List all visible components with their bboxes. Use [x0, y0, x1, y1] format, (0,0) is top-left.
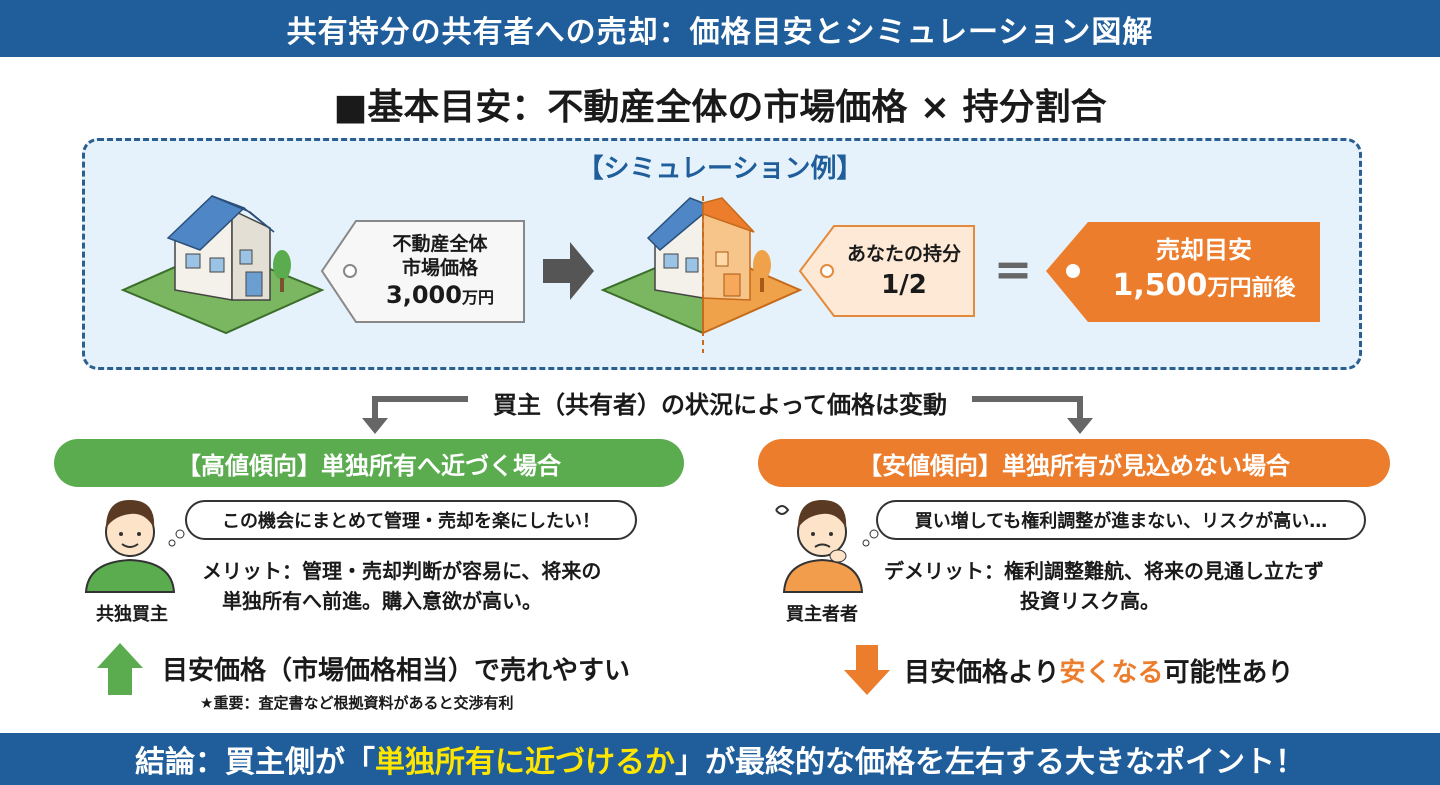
page-title: 共有持分の共有者への売却：価格目安とシミュレーション図解 — [286, 14, 1154, 50]
arrow-right-icon — [543, 242, 594, 300]
right-result-highlight: 安くなる — [1059, 658, 1164, 688]
demerit-line2: 投資リスク高。 — [1020, 589, 1160, 613]
tag1-amount: 3,000万円 — [356, 280, 524, 313]
right-result-pre: 目安価格より — [904, 658, 1060, 688]
low-price-header: 【安値傾向】単独所有が見込めない場合 — [758, 439, 1390, 487]
header-bar: 共有持分の共有者への売却：価格目安とシミュレーション図解 — [0, 0, 1440, 57]
result-tag-text: 売却目安 1,500万円前後 — [1088, 234, 1320, 309]
right-result: 目安価格より安くなる可能性あり — [904, 652, 1294, 689]
share-ratio-tag — [798, 225, 975, 317]
share-ratio-tag-text: あなたの持分 1/2 — [834, 240, 974, 302]
middle-label: 買主（共有者）の状況によって価格は変動 — [492, 391, 948, 419]
tag1-line1: 不動産全体 — [392, 233, 488, 255]
result-amount: 1,500万円前後 — [1088, 266, 1320, 309]
left-speech-bubble: この機会にまとめて管理・売却を楽にしたい！ — [185, 500, 637, 540]
tag1-line2: 市場価格 — [401, 257, 478, 279]
left-note: ★重要：査定書など根拠資料があると交渉有利 — [200, 694, 514, 712]
left-person-label: 共独買主 — [96, 604, 168, 625]
branch-arrows — [362, 396, 1093, 434]
demerit-text: デメリット：権利調整難航、将来の見通し立たず 投資リスク高。 — [884, 556, 1324, 616]
tag2-line1: あなたの持分 — [846, 243, 961, 265]
arrow-down-icon — [844, 645, 890, 695]
demerit-line1: デメリット：権利調整難航、将来の見通し立たず — [884, 559, 1324, 583]
buyer-person-icon — [84, 500, 185, 593]
result-label: 売却目安 — [1156, 236, 1252, 264]
conclusion-bar: 結論：買主側が「単独所有に近づけるか」が最終的な価格を左右する大きなポイント！ — [0, 733, 1440, 785]
conclusion-post: 」が最終的な価格を左右する大きなポイント！ — [675, 745, 1305, 780]
worried-buyer-icon — [775, 500, 879, 593]
tag1-unit: 万円 — [461, 288, 494, 307]
merit-text: メリット：管理・売却判断が容易に、将来の 単独所有へ前進。購入意欲が高い。 — [202, 556, 601, 616]
market-price-tag — [320, 220, 525, 323]
arrow-up-icon — [97, 643, 143, 695]
high-price-header: 【高値傾向】単独所有へ近づく場合 — [54, 439, 684, 487]
conclusion-pre: 結論：買主側が「 — [135, 745, 375, 780]
merit-line1: メリット：管理・売却判断が容易に、将来の — [202, 559, 602, 583]
result-tag — [1046, 222, 1320, 322]
house-icon — [120, 195, 325, 335]
right-speech-bubble: 買い増しても権利調整が進まない、リスクが高い… — [876, 500, 1366, 540]
right-person-label: 買主者者 — [786, 604, 858, 625]
half-house-icon — [600, 196, 803, 353]
equals-sign: = — [993, 242, 1033, 296]
tag2-value: 1/2 — [881, 270, 927, 300]
subtitle: ■基本目安：不動産全体の市場価格 × 持分割合 — [333, 87, 1107, 128]
conclusion-highlight: 単独所有に近づけるか — [375, 745, 675, 780]
left-result: 目安価格（市場価格相当）で売れやすい — [162, 656, 631, 686]
result-unit: 万円前後 — [1207, 276, 1296, 301]
merit-line2: 単独所有へ前進。購入意欲が高い。 — [222, 589, 542, 613]
simulation-title: 【シミュレーション例】 — [577, 154, 863, 184]
market-price-tag-text: 不動産全体 市場価格 3,000万円 — [356, 232, 524, 313]
tag1-value: 3,000 — [386, 281, 462, 309]
right-result-post: 可能性あり — [1163, 658, 1294, 688]
result-value: 1,500 — [1112, 268, 1208, 303]
